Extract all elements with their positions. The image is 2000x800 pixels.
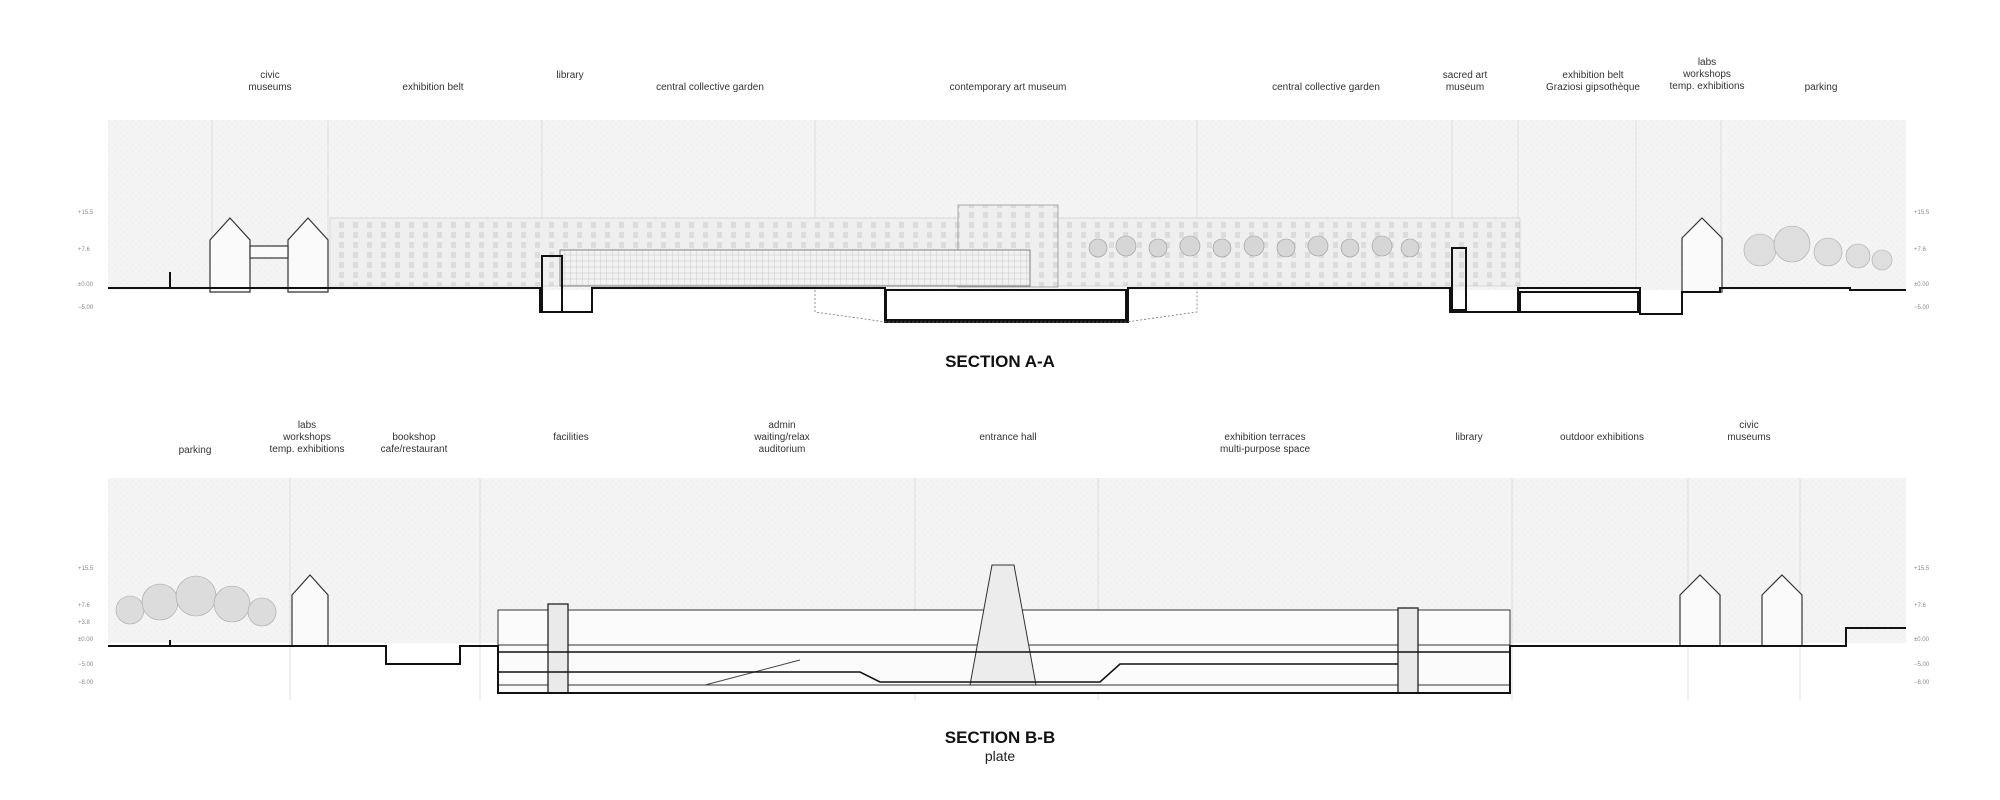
label-admin: admin waiting/relax auditorium — [754, 420, 810, 455]
level-marker: −5.00 — [78, 662, 94, 668]
section-b-title: SECTION B-B — [944, 728, 1056, 747]
label-sacred-art-museum: sacred art museum — [1442, 70, 1488, 93]
label-civic-museums: civic museums — [248, 70, 292, 93]
level-marker: −8.00 — [1914, 680, 1930, 686]
level-marker: +15.5 — [1914, 210, 1930, 216]
label-bookshop: bookshop cafe/restaurant — [380, 432, 448, 455]
level-marker: +3.8 — [78, 620, 90, 626]
level-marker: +7.6 — [1914, 603, 1926, 609]
label-civic-museums: civic museums — [1727, 420, 1771, 443]
section-a-labs-house — [1681, 217, 1723, 293]
section-a-underground-volumes — [541, 247, 1639, 321]
label-entrance-hall: entrance hall — [979, 432, 1037, 443]
label-contemporary-art-museum: contemporary art museum — [949, 82, 1067, 93]
level-marker: −5.00 — [1914, 662, 1930, 668]
label-exhibition-belt-gipsotheque: exhibition belt Graziosi gipsothèque — [1546, 70, 1640, 93]
label-parking: parking — [1804, 82, 1838, 93]
section-b-lower-slab — [498, 663, 1398, 683]
label-library: library — [556, 70, 584, 81]
section-b-ground-line — [108, 627, 1906, 694]
section-b-parking-trees — [115, 575, 277, 627]
level-marker: ±0.00 — [1914, 637, 1929, 643]
section-b-labs-house — [291, 574, 329, 647]
section-b-civic-museum-houses — [1679, 574, 1803, 647]
level-marker: +15.5 — [78, 566, 94, 572]
label-parking: parking — [178, 445, 212, 456]
label-outdoor-exhibitions: outdoor exhibitions — [1560, 432, 1644, 443]
section-a-drawing — [108, 120, 1906, 323]
level-marker: +7.6 — [1914, 247, 1926, 253]
label-central-garden-west: central collective garden — [656, 82, 764, 93]
section-a-title: SECTION A-A — [945, 352, 1055, 371]
level-marker: ±0.00 — [78, 282, 93, 288]
level-marker: −8.00 — [78, 680, 94, 686]
section-b-stair-cores — [547, 603, 1419, 694]
section-a-civic-museum-houses — [209, 217, 329, 293]
section-a-dashed-foundation — [814, 290, 1198, 323]
level-marker: ±0.00 — [78, 637, 93, 643]
section-a-ground-line — [108, 272, 1906, 323]
label-labs-workshops: labs workshops temp. exhibitions — [1669, 57, 1745, 92]
label-facilities: facilities — [553, 432, 589, 443]
label-central-garden-east: central collective garden — [1272, 82, 1380, 93]
section-a-parking-trees — [1743, 225, 1893, 271]
section-b-subtitle: plate — [984, 748, 1016, 764]
label-library: library — [1455, 432, 1483, 443]
section-a-glass-gallery — [559, 249, 1031, 287]
level-marker: −5.00 — [78, 305, 94, 311]
label-labs-workshops: labs workshops temp. exhibitions — [269, 420, 345, 455]
level-marker: +15.5 — [1914, 566, 1930, 572]
label-exhibition-terraces: exhibition terraces multi-purpose space — [1219, 432, 1311, 455]
level-marker: ±0.00 — [1914, 282, 1929, 288]
level-marker: −5.00 — [1914, 305, 1930, 311]
level-marker: +15.5 — [78, 210, 94, 216]
section-b-entrance-cone — [969, 564, 1037, 686]
level-marker: +7.6 — [78, 603, 90, 609]
section-b-drawing — [108, 478, 1906, 700]
label-exhibition-belt: exhibition belt — [402, 82, 464, 93]
level-marker: +7.6 — [78, 247, 90, 253]
section-a-tree-row — [1088, 235, 1420, 258]
